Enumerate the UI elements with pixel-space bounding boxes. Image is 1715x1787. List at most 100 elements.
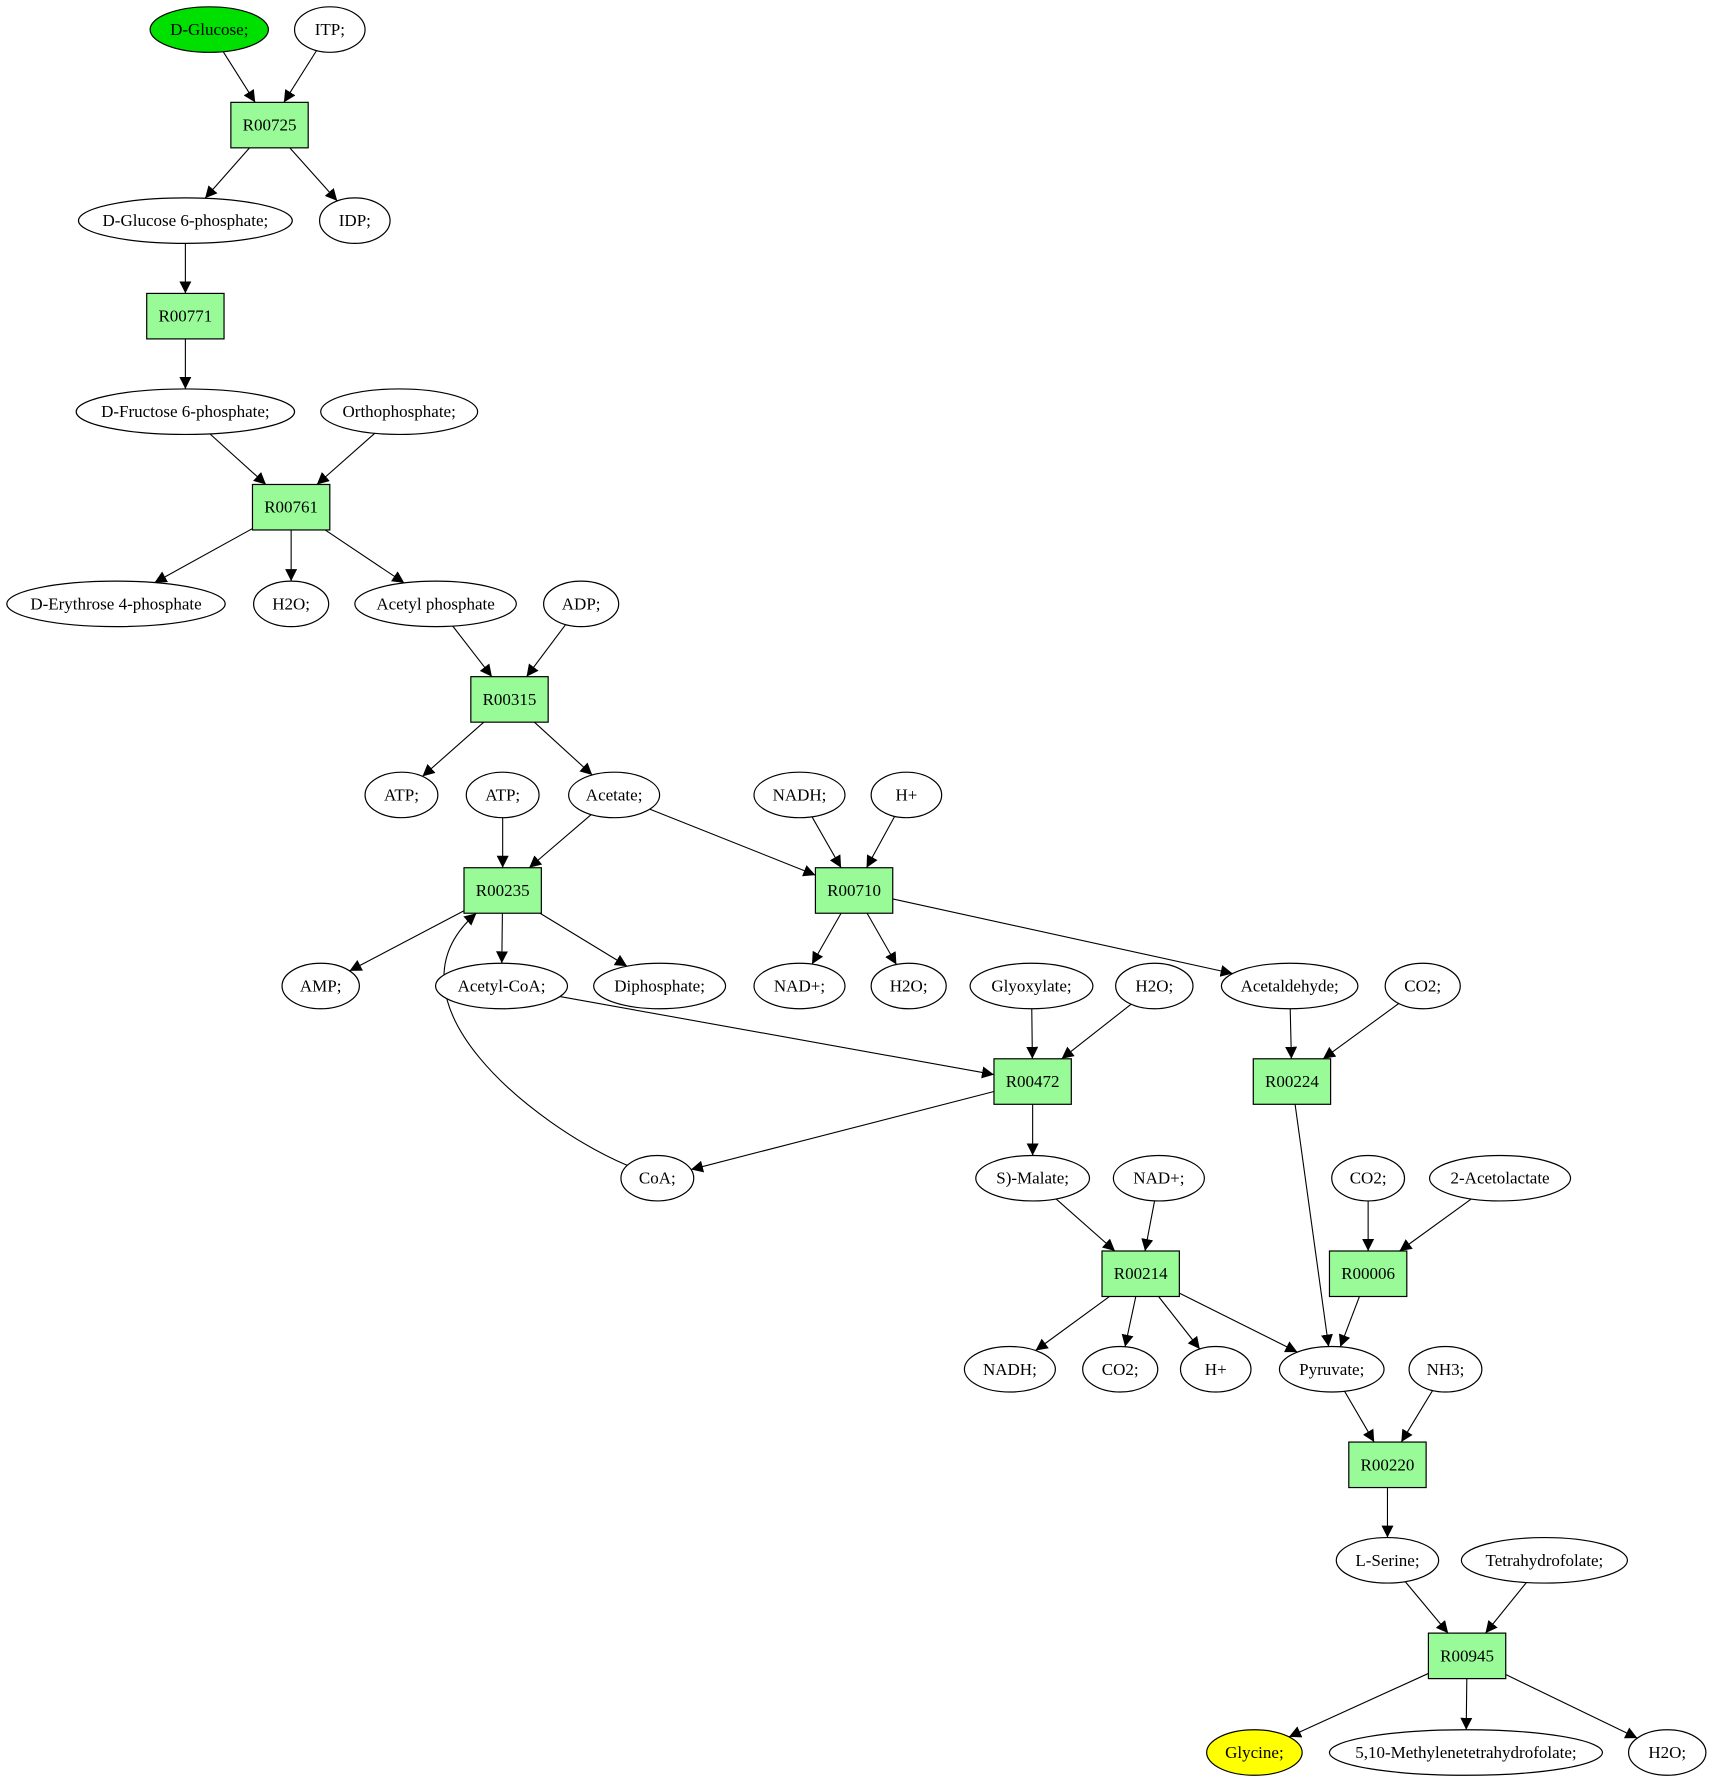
edge-coa-to-r00235 [443,912,628,1166]
reaction-node-r00725: R00725 [230,101,309,149]
compound-ellipse [753,771,846,819]
reaction-node-r00472: R00472 [993,1058,1072,1105]
reaction-box [1328,1250,1408,1298]
compound-ellipse [963,1345,1056,1393]
reaction-box [470,676,549,723]
edge-r00725-to-g6p [204,147,250,199]
node-label: H2O; [1135,977,1173,996]
compound-node-h2o_c: H2O; [1115,962,1194,1010]
node-label: R00710 [827,881,881,900]
node-label: 2-Acetolactate [1451,1169,1550,1188]
node-label: ATP; [485,785,520,804]
compound-node-coa: CoA; [620,1154,695,1202]
node-label: Acetaldehyde; [1241,977,1339,996]
edge-r00472-to-coa [690,1090,995,1173]
compound-ellipse [318,197,391,244]
edge-r00945-to-mthf [1460,1678,1473,1730]
reaction-node-r00235: R00235 [463,867,542,914]
compound-ellipse [1408,1345,1483,1393]
compound-ellipse [975,1154,1091,1202]
compound-node-co2_a: CO2; [1384,962,1461,1010]
compound-node-gly: Glycine; [1206,1729,1303,1776]
compound-node-pyr: Pyruvate; [1278,1345,1385,1393]
node-label: H2O; [272,594,310,613]
compound-node-malate: S)-Malate; [975,1154,1091,1202]
node-label: 5,10-Methylenetetrahydrofolate; [1355,1743,1576,1762]
compound-node-h2o_b: H2O; [870,962,947,1010]
edge-pyr-to-r00220 [1344,1391,1375,1443]
reaction-node-r00315: R00315 [470,676,549,723]
edge-r00224-to-pyr [1294,1104,1333,1347]
edge-nh3-to-r00220 [1400,1390,1434,1443]
edge-r00761-to-e4p [154,528,253,584]
compound-ellipse [870,962,947,1010]
node-label: Acetyl-CoA; [458,977,546,996]
node-label: H+ [895,785,917,804]
compound-node-ser: L-Serine; [1335,1536,1440,1584]
compound-ellipse [1627,1729,1707,1776]
compound-node-nadp_b: NAD+; [1112,1154,1205,1202]
edge-acetate-to-r00235 [528,814,592,869]
compound-node-hplus_a: H+ [870,771,943,819]
compound-ellipse [1328,1729,1604,1776]
edge-h2o_c-to-r00472 [1061,1003,1132,1060]
compound-ellipse [1206,1729,1303,1776]
edge-glc-to-r00725 [222,51,256,103]
node-label: R00945 [1440,1646,1494,1665]
edge-r00214-to-nadh_b [1035,1296,1110,1351]
edge-r00006-to-pyr [1338,1296,1360,1348]
edge-acetate-to-r00710 [649,808,816,877]
compound-node-atp_a: ATP; [364,771,439,819]
node-label: NADH; [773,785,827,804]
compound-node-idp: IDP; [318,197,391,244]
edge-r00725-to-idp [289,147,338,202]
compound-node-thf: Tetrahydrofolate; [1460,1536,1629,1584]
node-label: CoA; [639,1169,676,1188]
edge-r00214-to-co2_c [1121,1296,1137,1347]
node-label: R00725 [243,116,297,135]
node-label: Orthophosphate; [343,402,456,421]
node-label: ATP; [384,785,419,804]
compound-node-atp_b: ATP; [465,771,540,819]
reaction-node-r00214: R00214 [1101,1250,1180,1298]
edge-r00214-to-pyr [1179,1292,1298,1353]
reaction-box [230,101,309,149]
compound-ellipse [620,1154,695,1202]
node-label: Tetrahydrofolate; [1486,1551,1604,1570]
compound-ellipse [281,962,360,1010]
compound-node-nadh_b: NADH; [963,1345,1056,1393]
node-label: ADP; [562,594,601,613]
node-label: L-Serine; [1355,1551,1419,1570]
node-label: ITP; [315,20,345,39]
node-label: NAD+; [774,977,825,996]
node-label: Glyoxylate; [991,977,1071,996]
reaction-box [993,1058,1072,1105]
compound-ellipse [6,580,226,628]
compound-ellipse [1384,962,1461,1010]
node-label: IDP; [339,211,371,230]
compound-node-orthop: Orthophosphate; [320,388,479,436]
reaction-box [814,867,894,914]
edge-acald-to-r00224 [1285,1008,1298,1059]
reaction-node-r00224: R00224 [1252,1058,1332,1105]
reaction-box [1348,1441,1427,1489]
node-label: R00771 [158,307,212,326]
node-label: CO2; [1102,1360,1139,1379]
compound-node-itp: ITP; [293,6,366,53]
compound-ellipse [465,771,540,819]
edge-hplus_a-to-r00710 [866,816,896,868]
edge-r00214-to-hplus_b [1158,1296,1201,1350]
compound-ellipse [364,771,439,819]
node-label: NH3; [1427,1360,1465,1379]
compound-ellipse [1179,1345,1252,1393]
reaction-node-r00771: R00771 [146,292,225,340]
node-label: CO2; [1350,1169,1387,1188]
compound-ellipse [1082,1345,1159,1393]
compound-node-adp: ADP; [543,580,620,628]
node-label: Acetyl phosphate [376,594,495,613]
edge-r00945-to-h2o_d [1505,1674,1638,1739]
edge-r00315-to-atp_a [422,721,485,777]
reaction-box [463,867,542,914]
